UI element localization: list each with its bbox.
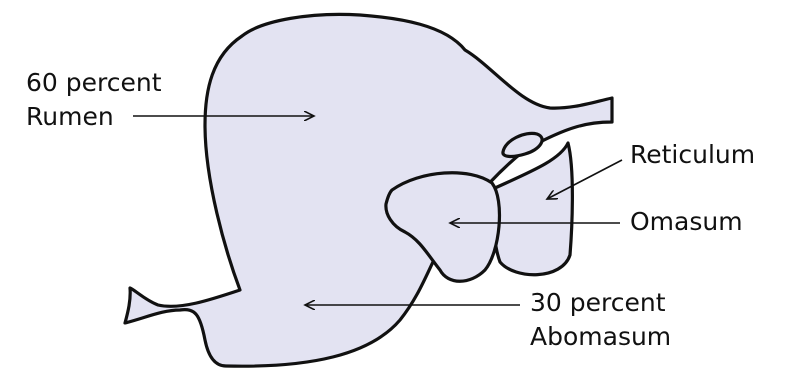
reticulum-name-label: Reticulum bbox=[630, 140, 755, 169]
abomasum-name-label: Abomasum bbox=[530, 322, 671, 351]
rumen-percent-label: 60 percent bbox=[26, 68, 162, 97]
rumen-name-label: Rumen bbox=[26, 102, 114, 131]
omasum-name-label: Omasum bbox=[630, 207, 743, 236]
abomasum-percent-label: 30 percent bbox=[530, 288, 666, 317]
